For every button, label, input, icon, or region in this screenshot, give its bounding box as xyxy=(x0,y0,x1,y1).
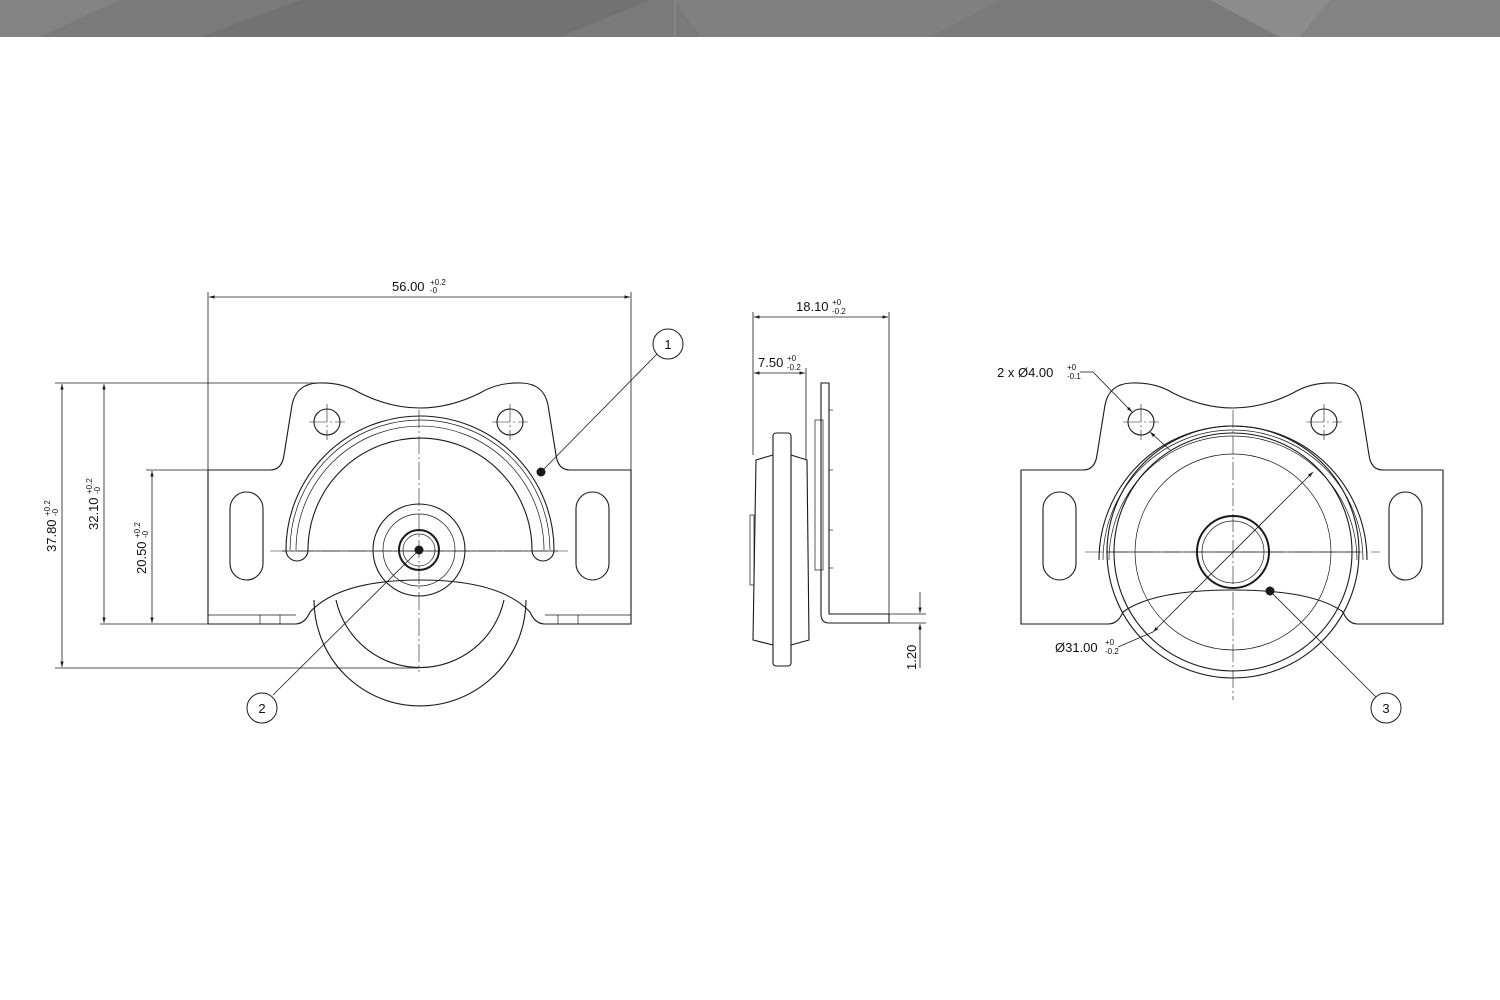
dim-depth-7-upper: +0 xyxy=(787,354,797,363)
balloon-1-label: 1 xyxy=(664,337,671,352)
dim-wheel-dia-lower: -0.2 xyxy=(1105,647,1119,656)
dim-height-37-upper: +0.2 xyxy=(43,500,52,516)
dim-holes-upper: +0 xyxy=(1067,363,1077,372)
dim-holes-value: 2 x Ø4.00 xyxy=(997,365,1053,380)
dim-depth-18-upper: +0 xyxy=(832,298,842,307)
dim-height-37-lower: -0 xyxy=(51,508,60,516)
bracket-outline xyxy=(207,382,632,625)
dim-thickness-value: 1.20 xyxy=(904,645,919,670)
wheel-lower xyxy=(313,599,527,707)
balloon-3: 3 xyxy=(1370,692,1402,724)
dim-height-32-upper: +0.2 xyxy=(85,478,94,494)
rear-view: Ø31.00 +0 -0.2 2 x Ø4.00 +0 -0.1 xyxy=(997,363,1444,700)
dim-holes-lower: -0.1 xyxy=(1067,372,1081,381)
balloon-1: 1 xyxy=(652,328,684,360)
dim-height-32-value: 32.10 xyxy=(86,497,101,530)
dim-wheel-dia-upper: +0 xyxy=(1105,638,1115,647)
dim-width-value: 56.00 xyxy=(392,279,425,294)
header-banner xyxy=(0,0,1500,37)
dim-wheel-dia-value: Ø31.00 xyxy=(1055,640,1098,655)
wheel-side xyxy=(772,432,792,667)
bracket-side xyxy=(820,382,890,624)
dim-height-20-upper: +0.2 xyxy=(133,522,142,538)
balloon-3-label: 3 xyxy=(1382,701,1389,716)
dim-depth-7-lower: -0.2 xyxy=(787,363,801,372)
dim-height-20-lower: -0 xyxy=(141,530,150,538)
dim-height-20-value: 20.50 xyxy=(134,541,149,574)
slot-left xyxy=(229,491,264,581)
dim-height-37-value: 37.80 xyxy=(44,519,59,552)
side-view: 18.10 +0 -0.2 7.50 +0 -0.2 1.20 xyxy=(749,298,926,670)
dim-width-upper: +0.2 xyxy=(430,278,446,287)
front-view: 56.00 +0.2 -0 37.80 +0.2 -0 32.10 +0.2 -… xyxy=(43,278,658,707)
dim-depth-7-value: 7.50 xyxy=(758,355,783,370)
dim-width-lower: -0 xyxy=(430,286,438,295)
balloon-2: 2 xyxy=(246,692,278,724)
dim-depth-18-lower: -0.2 xyxy=(832,307,846,316)
balloon-2-label: 2 xyxy=(258,701,265,716)
dim-height-32-lower: -0 xyxy=(93,486,102,494)
slot-right xyxy=(575,491,610,581)
dim-depth-18-value: 18.10 xyxy=(796,299,829,314)
